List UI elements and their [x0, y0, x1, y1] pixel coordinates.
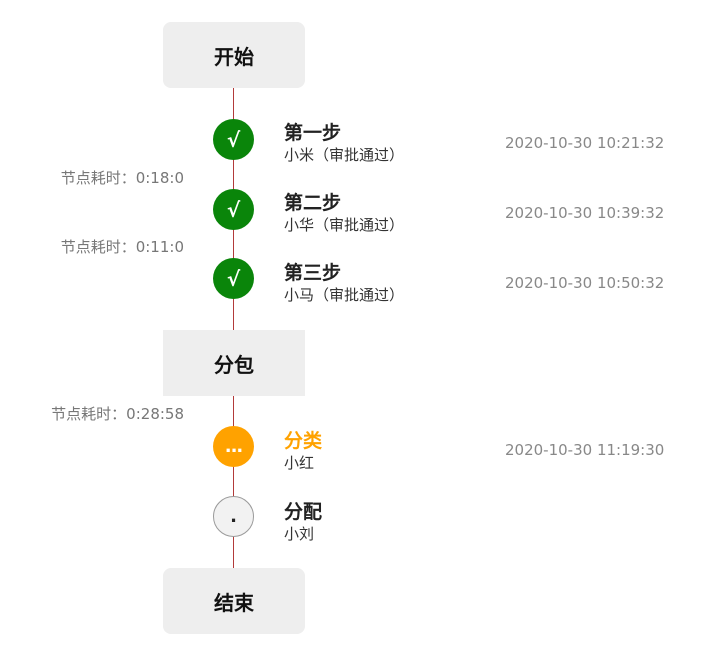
step-2: 第二步 小华（审批通过） — [284, 191, 404, 235]
node-duration: 节点耗时：0:28:58 — [51, 405, 184, 423]
step-title: 第三步 — [284, 262, 342, 284]
step-time: 2020-10-30 11:19:30 — [505, 441, 665, 459]
in-progress-icon: ... — [213, 426, 254, 467]
pending-icon: . — [213, 496, 254, 537]
step-approver: 小马（审批通过） — [284, 286, 405, 304]
node-duration: 节点耗时：0:11:0 — [60, 238, 184, 256]
substep-assign: 分配 小刘 — [284, 500, 322, 544]
step-time: 2020-10-30 10:39:32 — [505, 204, 665, 222]
check-icon: √ — [213, 258, 254, 299]
check-icon: √ — [213, 189, 254, 230]
substep-classify: 分类 小红 — [284, 429, 322, 473]
step-time: 2020-10-30 10:21:32 — [505, 134, 665, 152]
check-icon: √ — [213, 119, 254, 160]
step-3: 第三步 小马（审批通过） — [284, 261, 404, 305]
node-duration: 节点耗时：0:18:0 — [60, 169, 184, 187]
step-title: 第一步 — [284, 122, 342, 144]
step-title: 分类 — [284, 430, 323, 452]
step-assignee: 小刘 — [284, 525, 315, 543]
branch-node: 分包 — [163, 330, 305, 396]
step-approver: 小华（审批通过） — [284, 216, 405, 234]
end-node: 结束 — [163, 568, 305, 634]
step-time: 2020-10-30 10:50:32 — [505, 274, 665, 292]
step-assignee: 小红 — [284, 454, 315, 472]
connector-line — [233, 396, 234, 570]
step-title: 分配 — [284, 501, 323, 523]
step-title: 第二步 — [284, 192, 342, 214]
step-approver: 小米（审批通过） — [284, 146, 405, 164]
start-node: 开始 — [163, 22, 305, 88]
step-1: 第一步 小米（审批通过） — [284, 121, 404, 165]
